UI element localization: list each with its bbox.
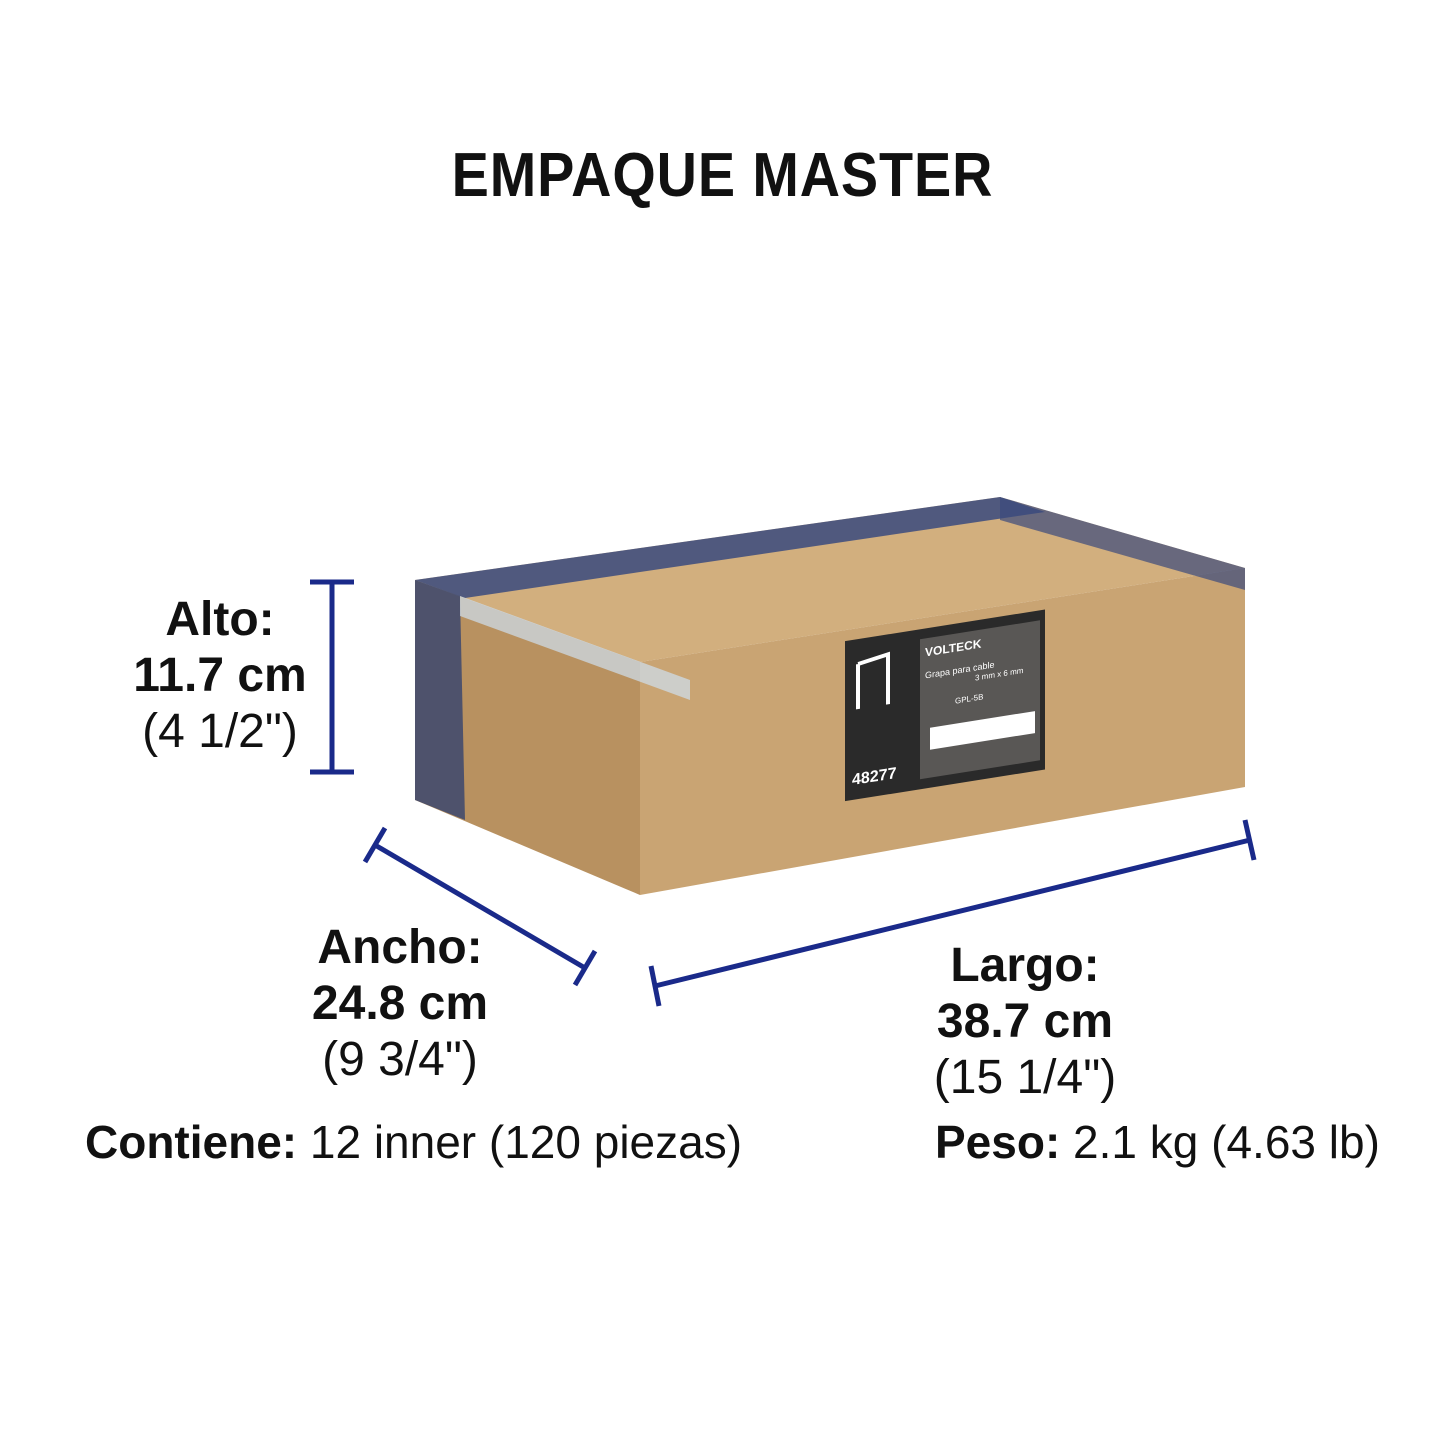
largo-dimension-line: [648, 819, 1257, 1007]
ancho-label: Ancho:: [317, 921, 483, 974]
alto-dimension: Alto: 11.7 cm (4 1/2"): [120, 592, 320, 760]
ancho-metric: 24.8 cm: [311, 977, 489, 1030]
box-tape-left: [415, 580, 465, 820]
largo-dimension: Largo: 38.7 cm (15 1/4"): [905, 938, 1145, 1106]
largo-imperial: (15 1/4"): [933, 1051, 1117, 1104]
contiene-label: Contiene:: [85, 1116, 298, 1168]
box-tape-right: [1000, 497, 1245, 590]
ancho-imperial: (9 3/4"): [322, 1033, 478, 1086]
peso-value: 2.1 kg (4.63 lb): [1060, 1116, 1380, 1168]
box-tape-top: [415, 497, 1045, 598]
alto-imperial: (4 1/2"): [142, 705, 298, 758]
contiene-value: 12 inner (120 piezas): [297, 1116, 743, 1168]
peso-info: Peso: 2.1 kg (4.63 lb): [935, 1115, 1380, 1169]
contiene-info: Contiene: 12 inner (120 piezas): [85, 1115, 742, 1169]
largo-label: Largo:: [950, 939, 1100, 992]
box-label: [845, 609, 1045, 802]
largo-metric: 38.7 cm: [936, 995, 1114, 1048]
box-top-face: [415, 497, 1245, 662]
alto-dimension-line: [310, 579, 354, 775]
ancho-dimension: Ancho: 24.8 cm (9 3/4"): [285, 920, 515, 1088]
box-tape-edge: [460, 596, 690, 700]
peso-label: Peso:: [935, 1116, 1061, 1168]
alto-label: Alto:: [165, 593, 275, 646]
staple-icon: [856, 651, 890, 710]
alto-metric: 11.7 cm: [133, 649, 307, 702]
page-title: EMPAQUE MASTER: [451, 141, 994, 210]
barcode: [930, 711, 1035, 750]
ancho-dimension-line: [362, 826, 598, 987]
